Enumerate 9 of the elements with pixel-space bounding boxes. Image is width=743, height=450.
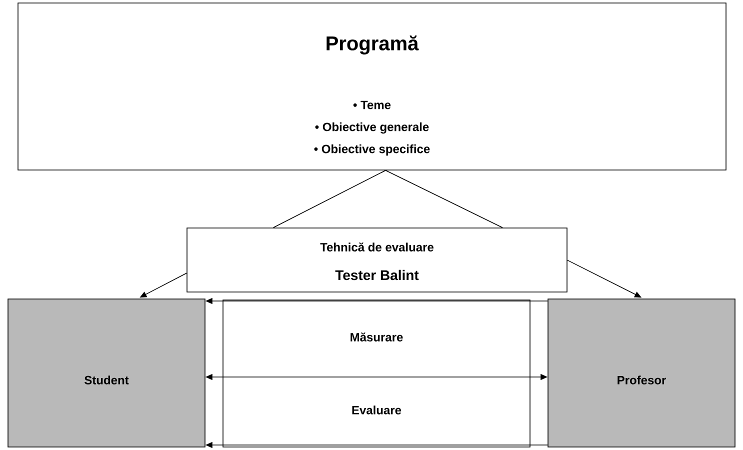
program-box: Programă • Teme • Obiective generale • Obiective specifice: [18, 2, 726, 170]
label: Măsurare: [350, 332, 403, 342]
line: [385, 170, 503, 228]
professor-box: Profesor: [548, 298, 736, 448]
label: Evaluare: [352, 406, 402, 414]
exchange-panel: Măsurare Evaluare: [222, 300, 530, 448]
technique-box: Tehnică de evaluare Tester Balint: [186, 228, 568, 292]
student-box: Student: [8, 298, 206, 448]
line: [272, 170, 386, 228]
